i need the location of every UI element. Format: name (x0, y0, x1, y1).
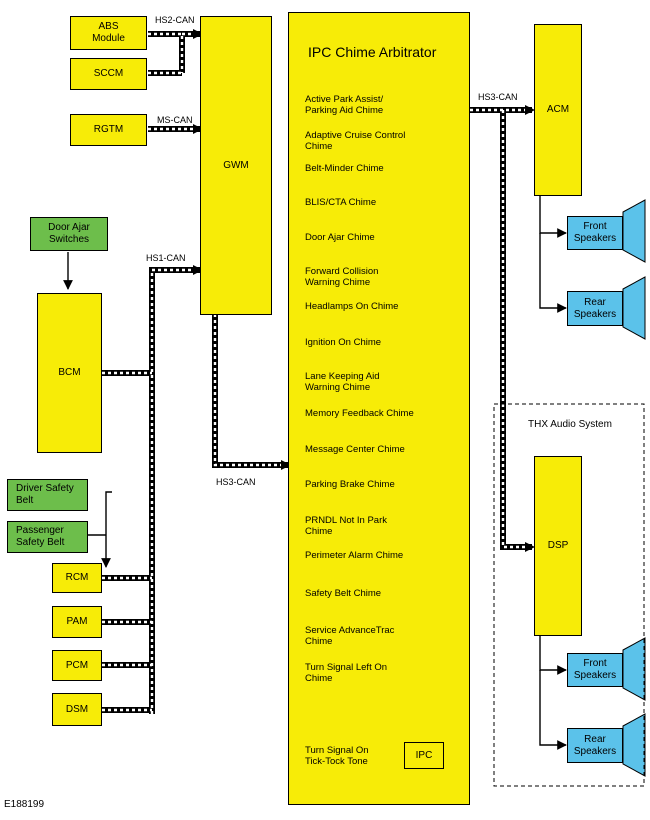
chime-item: Turn Signal Left On Chime (305, 662, 388, 684)
network-wires (102, 31, 532, 714)
tick-tock-label: Turn Signal On Tick-Tock Tone (305, 745, 369, 767)
front-speakers-label-bottom: Front Speakers (573, 658, 617, 681)
rcm-label: RCM (65, 572, 89, 583)
pcm-label: PCM (65, 659, 89, 671)
pam-label: PAM (66, 616, 88, 627)
figure-id: E188199 (4, 799, 45, 810)
dsm-label: DSM (65, 703, 89, 715)
ipc-label: IPC (415, 749, 433, 761)
door-ajar-switches-label: Door Ajar Switches (48, 222, 90, 245)
gwm-label: GWM (223, 159, 249, 171)
thx-audio-system-label: THX Audio System (528, 419, 612, 430)
rgtm-box: RGTM (70, 114, 147, 146)
chime-item: Memory Feedback Chime (305, 408, 414, 419)
dsm-box: DSM (52, 693, 102, 726)
driver-safety-belt-label: Driver Safety Belt (16, 483, 74, 506)
gwm-box: GWM (200, 16, 272, 315)
chime-item: Door Ajar Chime (305, 232, 375, 243)
rear-speakers-label-bottom: Rear Speakers (573, 733, 617, 757)
pcm-box: PCM (52, 650, 102, 681)
hs3-can-wire-right (470, 107, 532, 550)
passenger-safety-belt-box: Passenger Safety Belt (7, 521, 88, 553)
chime-item: Active Park Assist/ Parking Aid Chime (305, 94, 384, 116)
front-speakers-box-top: Front Speakers (567, 216, 623, 250)
wire-arrowheads (193, 29, 535, 552)
hs3-can-wire-left-dash (213, 314, 288, 467)
ipc-chime-arbitrator-box (288, 12, 470, 805)
sccm-box: SCCM (70, 58, 147, 90)
rear-speakers-box-top: Rear Speakers (567, 291, 623, 326)
chime-item: Lane Keeping Aid Warning Chime (305, 371, 380, 393)
front-speaker-cone-bottom (622, 637, 646, 701)
hs2-can-wire-dash (148, 32, 200, 75)
chime-item: Forward Collision Warning Chime (305, 266, 379, 288)
front-speakers-box-bottom: Front Speakers (567, 653, 623, 687)
chime-item: Perimeter Alarm Chime (305, 550, 404, 561)
hs1-can-wire-dash (102, 268, 200, 714)
hs3-can-label-right: HS3-CAN (478, 92, 518, 102)
abs-module-box: ABS Module (70, 16, 147, 50)
pam-box: PAM (52, 606, 102, 638)
bcm-label: BCM (58, 367, 81, 378)
dsp-box: DSP (534, 456, 582, 636)
chime-item: Service AdvanceTrac Chime (305, 625, 395, 647)
hs3-can-label-left: HS3-CAN (216, 477, 256, 487)
acm-box: ACM (534, 24, 582, 196)
rgtm-label: RGTM (93, 124, 124, 135)
chime-item: Headlamps On Chime (305, 301, 399, 312)
driver-safety-belt-box: Driver Safety Belt (7, 479, 88, 511)
rear-speakers-label-top: Rear Speakers (573, 296, 617, 320)
abs-module-label: ABS Module (92, 21, 125, 44)
rear-speakers-box-bottom: Rear Speakers (567, 728, 623, 763)
acm-label: ACM (546, 104, 570, 115)
hs2-can-label: HS2-CAN (155, 15, 195, 25)
door-ajar-switches-box: Door Ajar Switches (30, 217, 108, 251)
chime-item: PRNDL Not In Park Chime (305, 515, 388, 537)
ms-can-label: MS-CAN (157, 115, 193, 125)
chime-item: Safety Belt Chime (305, 588, 382, 599)
rear-speaker-cone-bottom (622, 713, 646, 777)
chime-item: Belt-Minder Chime (305, 163, 384, 174)
passenger-safety-belt-label: Passenger Safety Belt (16, 525, 65, 548)
chime-item: Message Center Chime (305, 444, 405, 455)
front-speakers-label-top: Front Speakers (573, 221, 617, 244)
chime-item: Adaptive Cruise Control Chime (305, 130, 406, 152)
front-speaker-cone-top (622, 199, 646, 263)
sccm-label: SCCM (93, 68, 124, 79)
rear-speaker-cone-top (622, 276, 646, 340)
ipc-box: IPC (404, 742, 444, 769)
hs2-can-wire (148, 31, 200, 76)
bcm-box: BCM (37, 293, 102, 453)
hs1-can-label: HS1-CAN (146, 253, 186, 263)
dsp-label: DSP (547, 540, 569, 551)
chime-item: Ignition On Chime (305, 337, 382, 348)
arbitrator-title: IPC Chime Arbitrator (308, 44, 437, 60)
hs3-can-wire-right-dash (470, 108, 532, 549)
chime-item: Parking Brake Chime (305, 479, 395, 490)
hs3-can-wire-left (212, 314, 288, 468)
chime-item: BLIS/CTA Chime (305, 197, 377, 208)
rcm-box: RCM (52, 563, 102, 593)
